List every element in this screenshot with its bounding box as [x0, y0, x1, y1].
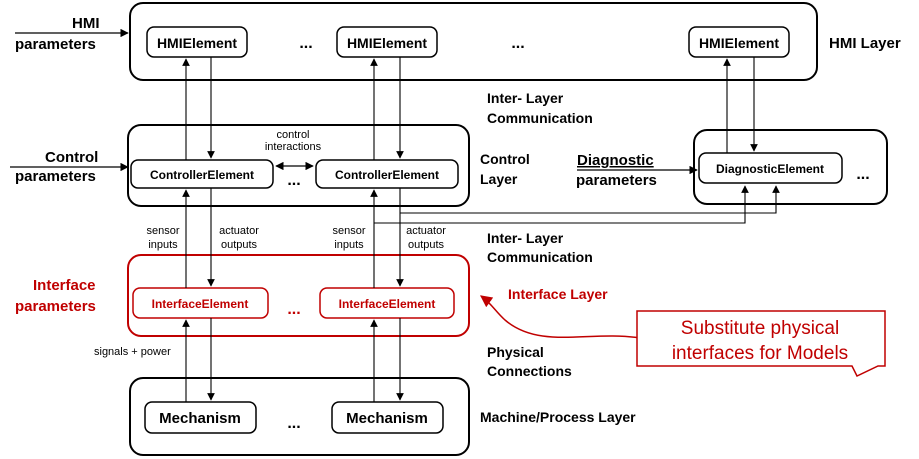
hmi-element-box-3[interactable] [688, 26, 790, 58]
interface-params-line1: Interface [33, 277, 96, 294]
inter-layer-1-line2: Communication [487, 110, 593, 126]
inter-layer-1-line1: Inter- Layer [487, 90, 564, 106]
sensor-label-2-line2: inputs [334, 239, 364, 251]
diagnostic-element-box[interactable] [698, 152, 843, 184]
interface-dots: ... [287, 301, 300, 318]
sensor-label-1-line2: inputs [148, 239, 178, 251]
sensor-label-2-line1: sensor [332, 225, 365, 237]
machine-layer-label: Machine/Process Layer [480, 409, 636, 425]
diagnostic-element-label: DiagnosticElement [716, 162, 824, 176]
controller-element-box-2[interactable] [315, 159, 459, 189]
diag-feed-line-1 [374, 185, 749, 224]
hmi-element-label-3: HMIElement [699, 35, 779, 51]
interface-element-box-2[interactable] [319, 287, 455, 319]
signals-power-label: signals + power [94, 346, 171, 358]
controller-element-label-1: ControllerElement [150, 168, 254, 182]
sensor-label-1-line1: sensor [146, 225, 179, 237]
diagnostic-dots: ... [856, 166, 869, 183]
hmi-dots-2: ... [511, 35, 524, 52]
hmi-dots-1: ... [299, 35, 312, 52]
hmi-element-box-2[interactable] [336, 26, 438, 58]
callout-line2: interfaces for Models [672, 343, 848, 364]
mechanism-box-2[interactable] [331, 401, 444, 434]
control-dots: ... [287, 172, 300, 189]
hmi-element-box-1[interactable] [146, 26, 248, 58]
inter-layer-2-line1: Inter- Layer [487, 230, 564, 246]
physical-line2: Connections [487, 363, 572, 379]
hmi-layer-box [129, 2, 818, 81]
inter-layer-2-line2: Communication [487, 249, 593, 265]
interface-params-line2: parameters [15, 298, 96, 315]
actuator-label-1-line1: actuator [219, 225, 259, 237]
interface-element-box-1[interactable] [132, 287, 269, 319]
diagnostic-params-line2: parameters [576, 172, 657, 189]
control-layer-line2: Layer [480, 171, 518, 187]
hmi-params-line2: parameters [15, 36, 96, 53]
mechanism-box-1[interactable] [144, 401, 257, 434]
interface-element-label-1: InterfaceElement [152, 297, 249, 311]
hmi-layer-label: HMI Layer [829, 35, 901, 52]
callout-pointer [480, 295, 641, 339]
physical-line1: Physical [487, 344, 544, 360]
mechanism-label-2: Mechanism [346, 410, 428, 427]
interface-layer-label: Interface Layer [508, 286, 608, 302]
callout-line1: Substitute physical [681, 318, 839, 339]
control-params-line2: parameters [15, 168, 96, 185]
control-layer-line1: Control [480, 151, 530, 167]
mechanism-dots: ... [287, 415, 300, 432]
diag-feed-line-2 [400, 185, 780, 214]
diagnostic-params-line1: Diagnostic [577, 152, 654, 169]
controller-element-label-2: ControllerElement [335, 168, 439, 182]
actuator-label-2-line1: actuator [406, 225, 446, 237]
hmi-element-label-1: HMIElement [157, 35, 237, 51]
mechanism-label-1: Mechanism [159, 410, 241, 427]
hmi-element-label-2: HMIElement [347, 35, 427, 51]
control-interactions-line2: interactions [265, 141, 322, 153]
controller-element-box-1[interactable] [130, 159, 274, 189]
control-params-line1: Control [45, 149, 98, 166]
callout-box [636, 310, 886, 377]
actuator-label-2-line2: outputs [408, 239, 445, 251]
control-interactions-line1: control [276, 129, 309, 141]
interface-element-label-2: InterfaceElement [339, 297, 436, 311]
hmi-params-line1: HMI [72, 15, 100, 32]
actuator-label-1-line2: outputs [221, 239, 258, 251]
